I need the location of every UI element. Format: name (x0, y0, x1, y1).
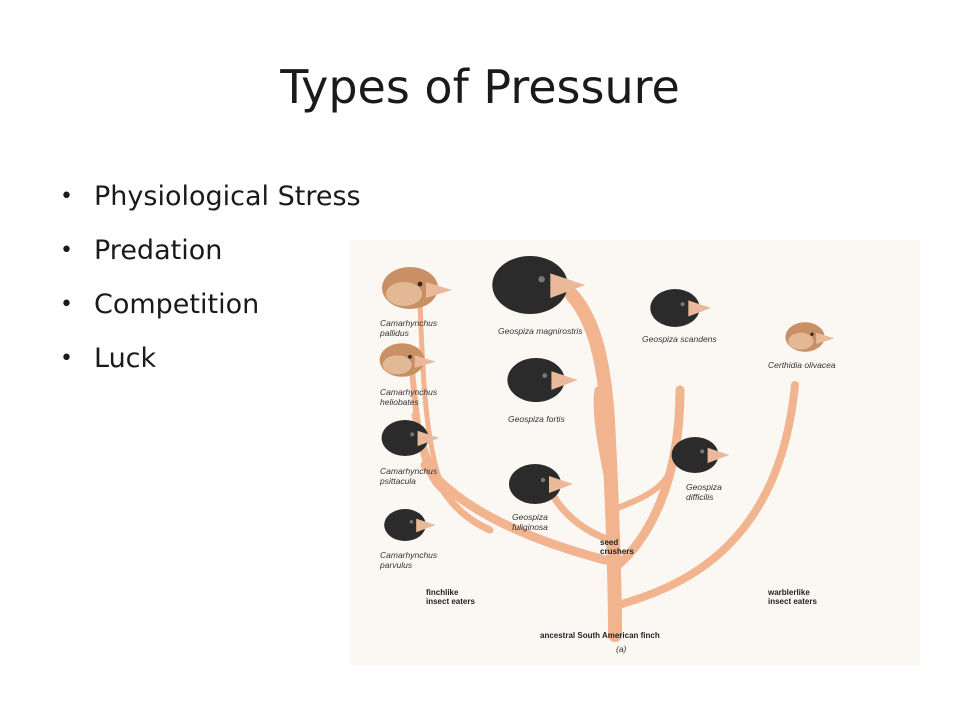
label-certhidia-olivacea: Certhidia olivacea (768, 360, 836, 370)
bird-certhidia-olivacea (785, 322, 835, 352)
bullet-text: Luck (94, 343, 157, 374)
slide-title: Types of Pressure (280, 60, 680, 114)
bird-camarhynchus-pallidus (382, 267, 452, 309)
bullet-item: • Competition (60, 283, 361, 337)
label-geospiza-magnirostris: Geospiza magnirostris (498, 326, 583, 336)
bullet-text: Competition (94, 289, 260, 320)
tree-branches (409, 288, 799, 642)
label-panel: (a) (616, 644, 627, 654)
bullet-dot-icon: • (60, 238, 73, 263)
label-ancestral-finch: ancestral South American finch (540, 631, 660, 640)
bird-geospiza-difficilis (671, 437, 730, 473)
bullet-text: Predation (94, 235, 223, 266)
bird-geospiza-fortis (507, 358, 578, 402)
bird-camarhynchus-parvulus (384, 509, 436, 541)
bird-geospiza-magnirostris (492, 256, 586, 314)
bird-geospiza-fuliginosa (509, 464, 573, 504)
bullet-dot-icon: • (60, 346, 73, 371)
label-geospiza-fortis: Geospiza fortis (508, 414, 565, 424)
label-geospiza-scandens: Geospiza scandens (642, 334, 717, 344)
bullet-dot-icon: • (60, 292, 73, 317)
bullet-item: • Luck (60, 337, 361, 391)
bullet-item: • Predation (60, 229, 361, 283)
bird-geospiza-scandens (650, 289, 712, 327)
bullet-dot-icon: • (60, 184, 73, 209)
bullet-list: • Physiological Stress • Predation • Compet… (60, 175, 361, 391)
bullet-text: Physiological Stress (94, 181, 361, 212)
bullet-item: • Physiological Stress (60, 175, 361, 229)
bird-camarhynchus-heliobates (379, 343, 436, 377)
